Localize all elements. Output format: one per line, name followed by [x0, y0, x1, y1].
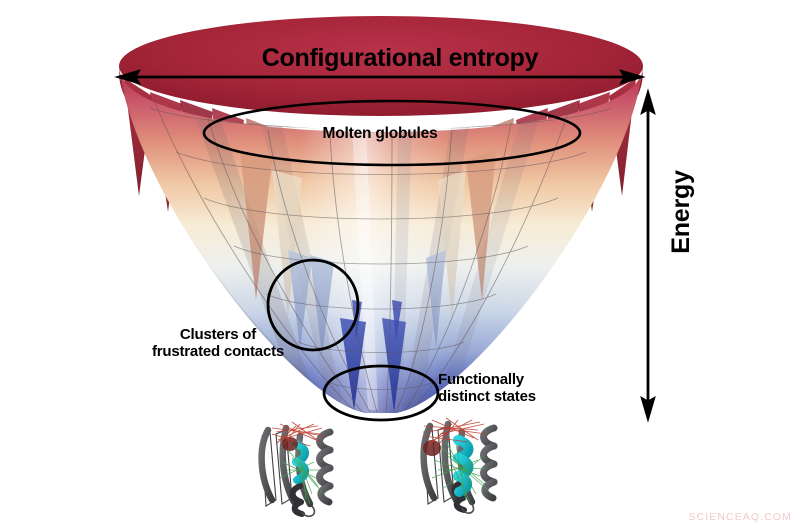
configurational-entropy-label: Configurational entropy	[261, 44, 539, 72]
funnel-mesh	[149, 89, 613, 413]
axis-arrows	[114, 69, 656, 423]
molten-globules-ellipse	[202, 99, 582, 167]
left-protein-structure	[258, 421, 334, 518]
watermark: SCIENCEAQ.COM	[688, 511, 792, 523]
frustrated-contacts-circle	[266, 258, 360, 352]
entropy-arrow	[114, 69, 646, 85]
funnel-inner-spikes	[240, 150, 496, 356]
functionally-distinct-states-label: Functionally distinct states	[438, 371, 536, 405]
molten-globules-label: Molten globules	[322, 125, 438, 142]
annotation-shapes	[202, 99, 582, 422]
energy-arrow	[640, 88, 656, 423]
functional-states-ellipse	[322, 364, 440, 422]
clusters-frustrated-contacts-label: Clusters of frustrated contacts	[151, 326, 285, 360]
energy-axis-label: Energy	[666, 170, 695, 254]
right-protein-structure	[420, 417, 498, 514]
